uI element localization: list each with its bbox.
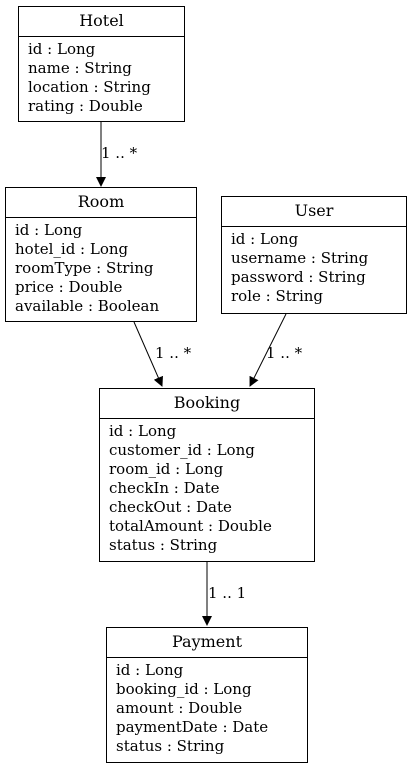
attribute: rating : Double (28, 97, 143, 115)
attribute: status : String (116, 737, 225, 755)
attribute: paymentDate : Date (116, 718, 269, 736)
class-user-name: User (222, 197, 406, 227)
attribute: available : Boolean (15, 297, 160, 315)
attribute: password : String (231, 268, 366, 286)
attribute: booking_id : Long (116, 680, 252, 698)
attribute: status : String (109, 536, 218, 554)
attribute: roomType : String (15, 259, 154, 277)
class-hotel-attributes: id : Long name : String location : Strin… (19, 37, 184, 116)
class-booking: Booking id : Long customer_id : Long roo… (99, 388, 315, 562)
multiplicity-hotel-room: 1 .. * (101, 144, 138, 162)
class-booking-attributes: id : Long customer_id : Long room_id : L… (100, 419, 314, 555)
class-room: Room id : Long hotel_id : Long roomType … (5, 187, 197, 322)
class-user: User id : Long username : String passwor… (221, 196, 407, 314)
attribute: location : String (28, 78, 151, 96)
attribute: amount : Double (116, 699, 243, 717)
attribute: totalAmount : Double (109, 517, 272, 535)
multiplicity-room-booking: 1 .. * (155, 344, 192, 362)
class-room-name: Room (6, 188, 196, 218)
attribute: checkIn : Date (109, 479, 220, 497)
edge-user-booking (249, 313, 287, 387)
attribute: id : Long (28, 40, 96, 58)
class-payment-attributes: id : Long booking_id : Long amount : Dou… (107, 658, 307, 756)
attribute: id : Long (15, 221, 83, 239)
attribute: room_id : Long (109, 460, 224, 478)
class-hotel-name: Hotel (19, 7, 184, 37)
class-room-attributes: id : Long hotel_id : Long roomType : Str… (6, 218, 196, 316)
attribute: role : String (231, 287, 323, 305)
attribute: id : Long (109, 422, 177, 440)
attribute: customer_id : Long (109, 441, 255, 459)
attribute: hotel_id : Long (15, 240, 129, 258)
attribute: username : String (231, 249, 369, 267)
attribute: price : Double (15, 278, 123, 296)
attribute: name : String (28, 59, 132, 77)
class-payment-name: Payment (107, 628, 307, 658)
attribute: id : Long (116, 661, 184, 679)
class-hotel: Hotel id : Long name : String location :… (18, 6, 185, 122)
class-user-attributes: id : Long username : String password : S… (222, 227, 406, 306)
multiplicity-user-booking: 1 .. * (266, 344, 303, 362)
multiplicity-booking-payment: 1 .. 1 (208, 584, 247, 602)
attribute: checkOut : Date (109, 498, 232, 516)
attribute: id : Long (231, 230, 299, 248)
class-booking-name: Booking (100, 389, 314, 419)
class-payment: Payment id : Long booking_id : Long amou… (106, 627, 308, 763)
edge-room-booking (133, 321, 163, 387)
